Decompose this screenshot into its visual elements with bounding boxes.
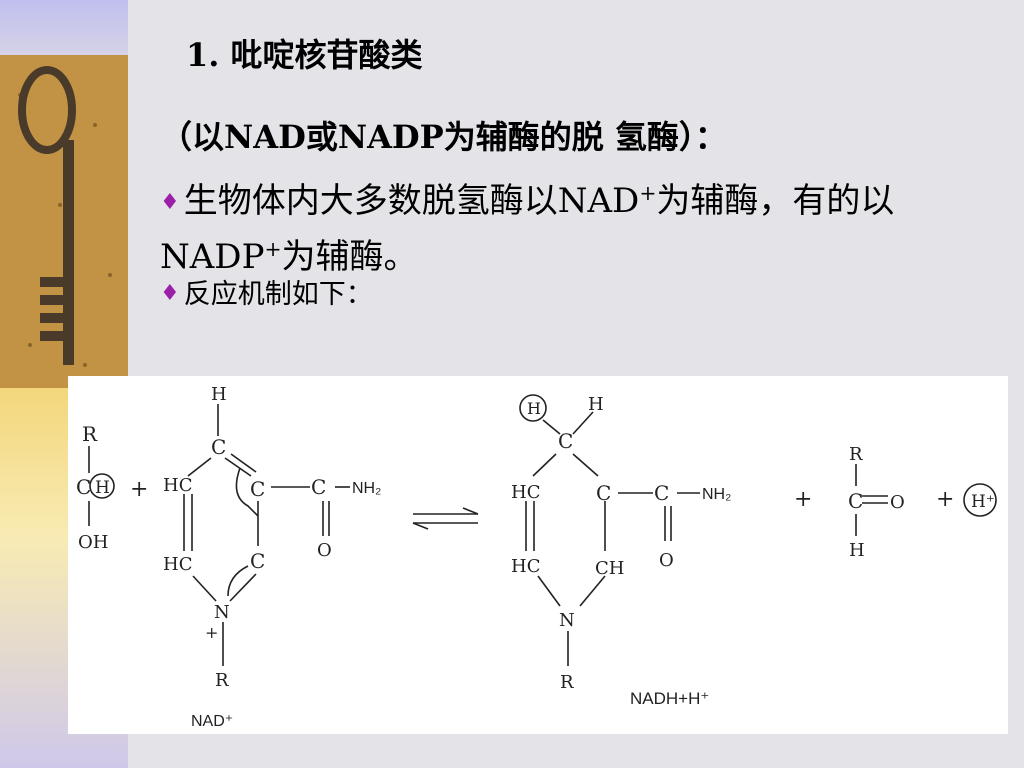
nad-plus: + [205, 623, 218, 642]
nadh-hc1: HC [511, 482, 540, 503]
slide-subtitle: （以NAD或NADP为辅酶的脱 氢酶）： [160, 118, 727, 156]
diamond-bullet-icon: ♦ [160, 281, 180, 306]
nadh-h-circled: H [527, 399, 541, 418]
nad-c4: C [211, 435, 226, 459]
reaction-scheme: R C H OH + H C HC C C NH₂ O HC C N + R N… [68, 376, 1008, 734]
nadh-c3: C [596, 481, 611, 505]
substrate-oh: OH [78, 532, 108, 553]
nadh-amide-c: C [654, 481, 669, 505]
plus-sign: + [794, 487, 812, 512]
plus-sign: + [936, 487, 954, 512]
proton: H⁺ [971, 492, 995, 512]
bullet-coenzyme: ♦生物体内大多数脱氢酶以NAD+为辅酶，有的以NADP+为辅酶。 [160, 181, 895, 277]
nadh-ch: CH [595, 558, 624, 579]
nadh-o: O [659, 550, 674, 571]
aldehyde-r: R [849, 444, 863, 465]
substrate-r: R [82, 422, 98, 446]
nadh-nh2: NH₂ [702, 486, 731, 503]
slide-title: 1. 吡啶核苷酸类 [186, 36, 423, 74]
nad-amide-c: C [311, 475, 326, 499]
plus-sign: + [130, 477, 148, 502]
aldehyde-h: H [849, 540, 865, 561]
bullet-mechanism: ♦反应机制如下： [160, 279, 373, 310]
nadh-label: NADH+H⁺ [630, 689, 709, 708]
old-key-image [0, 55, 128, 388]
nad-label: NAD⁺ [191, 713, 233, 730]
nad-h: H [211, 384, 227, 405]
nad-c2: C [250, 549, 265, 573]
nadh-c4: C [558, 429, 573, 453]
aldehyde-o: O [890, 492, 905, 513]
nad-hc1: HC [163, 475, 192, 496]
substrate-c: C [76, 475, 91, 499]
nad-hc2: HC [163, 554, 192, 575]
nadh-r: R [560, 672, 574, 693]
nadh-n: N [559, 610, 575, 631]
nad-nh2: NH₂ [352, 480, 381, 497]
substrate-h: H [95, 478, 110, 498]
nadh-hc2: HC [511, 556, 540, 577]
nad-n: N [214, 602, 230, 623]
nad-c3: C [250, 477, 265, 501]
diamond-bullet-icon: ♦ [160, 190, 180, 215]
aldehyde-c: C [848, 489, 863, 513]
nad-o: O [317, 540, 332, 561]
nadh-h: H [588, 394, 604, 415]
nad-r: R [215, 670, 229, 691]
